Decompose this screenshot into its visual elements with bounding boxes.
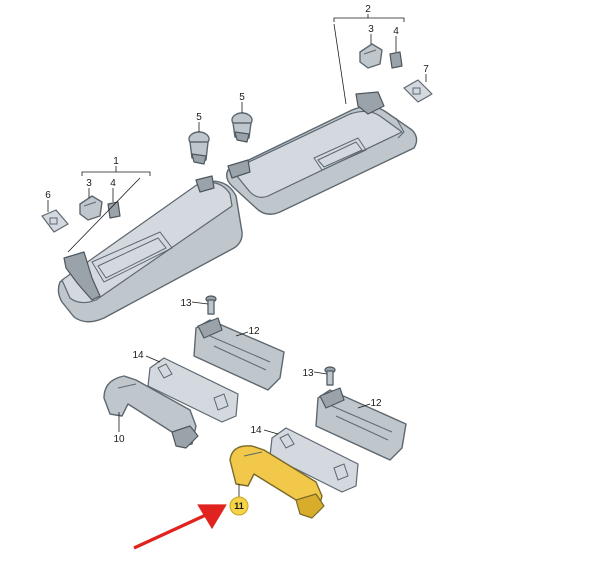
callout-14-upper: 14 — [132, 350, 144, 361]
mount-6-left — [41, 209, 69, 233]
sun-visor-right — [225, 91, 418, 215]
screw-13-upper — [205, 295, 217, 315]
callout-4-right: 4 — [393, 26, 399, 37]
callout-5-right: 5 — [239, 92, 245, 103]
callout-3-left: 3 — [86, 178, 92, 189]
callout-14-lower: 14 — [250, 425, 262, 436]
callout-12-upper: 12 — [248, 326, 260, 337]
callout-6: 6 — [45, 190, 51, 201]
clip-3-right — [359, 43, 383, 69]
screw-13-lower — [324, 366, 336, 386]
callout-7: 7 — [423, 64, 429, 75]
callout-10: 10 — [113, 434, 125, 445]
leader-lines — [47, 14, 427, 498]
clip-4-right — [389, 51, 403, 69]
callout-2: 2 — [365, 4, 371, 15]
grab-handle-11-highlighted — [229, 445, 325, 519]
red-pointer-arrow — [133, 504, 227, 550]
clip-4-left — [107, 201, 121, 219]
callout-11-badge: 11 — [229, 496, 249, 516]
callout-13-lower: 13 — [302, 368, 314, 379]
bracket-12-lower — [315, 387, 407, 461]
callout-5-left: 5 — [196, 112, 202, 123]
callout-12-lower: 12 — [370, 398, 382, 409]
callout-3-right: 3 — [368, 24, 374, 35]
callout-1: 1 — [113, 156, 119, 167]
clip-3-left — [79, 195, 103, 221]
mount-5-left — [188, 131, 210, 165]
callout-4-left: 4 — [110, 178, 116, 189]
callout-11: 11 — [234, 501, 244, 511]
mount-5-right — [231, 112, 253, 143]
callout-13-upper: 13 — [180, 298, 192, 309]
bracket-12-upper — [193, 317, 285, 391]
mount-7-right — [403, 79, 433, 103]
grab-handle-10 — [103, 375, 199, 449]
sun-visor-left — [57, 175, 243, 323]
